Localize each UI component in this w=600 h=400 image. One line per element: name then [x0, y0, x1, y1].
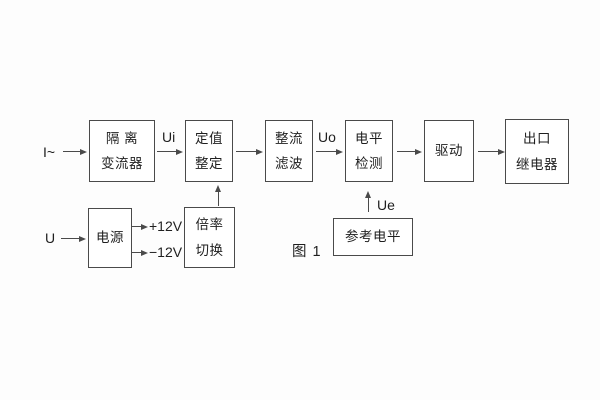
arrow-ratio-to-setting — [215, 185, 222, 206]
block-label-line: 参考电平 — [345, 229, 401, 245]
block-reference-level: 参考电平 — [333, 218, 413, 256]
arrow-reference-to-level — [365, 191, 372, 212]
signal-uo-label: Uo — [318, 129, 336, 145]
block-label-line: 整定 — [195, 156, 223, 171]
plus12v-label: +12V — [149, 218, 183, 234]
arrow-drive-to-relay — [478, 148, 505, 155]
block-label-line: 滤波 — [275, 156, 303, 171]
arrow-level-to-drive — [397, 148, 422, 155]
arrow-input-to-isolation — [63, 148, 87, 155]
block-label-line: 定值 — [195, 130, 223, 146]
block-label-line: 隔 离 — [105, 130, 139, 146]
block-isolation-transformer: 隔 离 变流器 — [89, 120, 155, 182]
block-ratio-switch: 倍率 切换 — [184, 207, 235, 268]
block-rectifier-filter: 整流 滤波 — [265, 120, 313, 182]
signal-ue-label: Ue — [377, 197, 395, 213]
block-power-supply: 电源 — [88, 208, 132, 268]
block-label-line: 驱动 — [435, 143, 463, 159]
block-drive: 驱动 — [424, 120, 474, 182]
signal-ui-label: Ui — [162, 129, 176, 145]
block-label-line: 出口 — [523, 131, 551, 146]
input-voltage-label: U — [45, 230, 56, 246]
arrow-isolation-to-setting — [157, 148, 183, 155]
block-label-line: 电平 — [355, 130, 383, 146]
arrow-power-plus12 — [131, 223, 148, 230]
input-current-label: I~ — [43, 144, 56, 160]
arrow-rectifier-to-level — [316, 148, 343, 155]
figure-caption: 图 1 — [292, 244, 322, 260]
block-output-relay: 出口 继电器 — [505, 119, 569, 184]
block-label-line: 继电器 — [516, 156, 558, 172]
block-label-line: 电源 — [96, 230, 124, 246]
block-level-detect: 电平 检测 — [345, 120, 393, 182]
block-label-line: 倍率 — [195, 217, 224, 232]
block-setpoint-adjust: 定值 整定 — [185, 120, 233, 182]
block-label-line: 检测 — [355, 156, 383, 171]
block-label-line: 变流器 — [101, 156, 143, 171]
block-label-line: 切换 — [195, 242, 224, 258]
minus12v-label: −12V — [149, 244, 183, 260]
arrow-power-minus12 — [131, 249, 148, 256]
arrow-setting-to-rectifier — [236, 148, 263, 155]
block-label-line: 整流 — [275, 130, 303, 146]
arrow-u-to-power — [61, 235, 86, 242]
